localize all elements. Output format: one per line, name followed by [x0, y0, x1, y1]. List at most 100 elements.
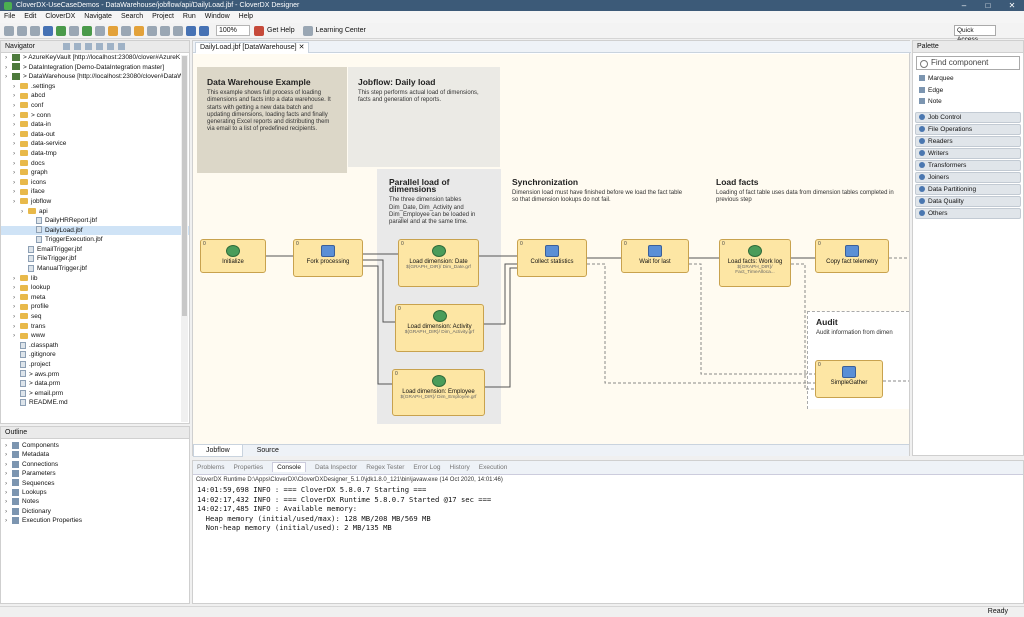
palette-category[interactable]: Writers [915, 147, 1021, 159]
expand-icon[interactable]: › [13, 159, 16, 167]
debug-icon[interactable] [95, 25, 105, 36]
maximize-button[interactable]: □ [985, 1, 991, 10]
help-icon[interactable] [254, 25, 264, 36]
tab-regex-tester[interactable]: Regex Tester [366, 464, 405, 471]
menu-run[interactable]: Run [182, 13, 196, 20]
edge-dashed[interactable] [791, 263, 815, 390]
tree-item[interactable]: ManualTrigger.jbf [1, 264, 189, 274]
expand-icon[interactable]: › [13, 111, 16, 119]
tree-item[interactable]: DailyHRReport.jbf [1, 216, 189, 226]
tree-item[interactable]: DailyLoad.jbf [1, 225, 189, 236]
search-icon[interactable] [43, 25, 53, 36]
tree-item[interactable]: ›> DataIntegration [Demo-DataIntegration… [1, 63, 189, 73]
expand-icon[interactable]: › [13, 332, 16, 340]
back-icon[interactable] [63, 43, 70, 50]
learning-center-icon[interactable] [302, 25, 313, 36]
outline-item[interactable]: ›Parameters [1, 469, 189, 478]
forward-icon[interactable] [74, 43, 81, 50]
clover-icon[interactable] [56, 25, 66, 36]
zoom-select[interactable]: 100% [216, 25, 250, 36]
tab-jobflow[interactable]: Jobflow [193, 445, 243, 457]
palette-category[interactable]: Readers [915, 135, 1021, 147]
save-all-icon[interactable] [30, 25, 40, 36]
tree-item[interactable]: ›data-in [1, 120, 189, 130]
zoom-in-icon[interactable] [186, 25, 196, 36]
expand-icon[interactable]: › [5, 489, 8, 497]
tree-item[interactable]: ›> conn [1, 111, 189, 121]
expand-icon[interactable]: › [13, 197, 16, 205]
tree-item[interactable]: TriggerExecution.jbf [1, 235, 189, 245]
outline-item[interactable]: ›Metadata [1, 450, 189, 459]
outline-tab[interactable]: Outline [1, 427, 189, 439]
tree-item[interactable]: FileTrigger.jbf [1, 254, 189, 264]
palette-tab[interactable]: Palette [913, 41, 1023, 53]
navigator-tab[interactable]: Navigator [1, 41, 189, 53]
learning-center-button[interactable]: Learning Center [315, 27, 366, 34]
tree-item[interactable]: > data.prm [1, 379, 189, 389]
zoom-out-icon[interactable] [199, 25, 209, 36]
tab-console[interactable]: Console [272, 462, 306, 472]
expand-icon[interactable]: › [13, 303, 16, 311]
palette-category[interactable]: Others [915, 207, 1021, 219]
tab-problems[interactable]: Problems [197, 464, 225, 471]
tree-item[interactable]: ›www [1, 331, 189, 341]
palette-category[interactable]: Transformers [915, 159, 1021, 171]
minimize-button[interactable]: – [961, 1, 967, 10]
palette-category[interactable]: Job Control [915, 111, 1021, 123]
tree-item[interactable]: README.md [1, 398, 189, 408]
tree-item[interactable]: ›data-service [1, 139, 189, 149]
expand-icon[interactable]: › [13, 188, 16, 196]
expand-icon[interactable]: › [21, 207, 24, 215]
tree-item[interactable]: ›graph [1, 168, 189, 178]
refresh-icon[interactable] [121, 25, 131, 36]
tree-item[interactable]: > aws.prm [1, 370, 189, 380]
expand-icon[interactable]: › [13, 92, 16, 100]
expand-icon[interactable]: › [5, 498, 8, 506]
edge[interactable] [363, 259, 395, 323]
menu-cloverdx[interactable]: CloverDX [45, 13, 76, 20]
navigator-scrollbar[interactable] [181, 55, 188, 422]
tab-execution[interactable]: Execution [478, 464, 508, 471]
outline-item[interactable]: ›Components [1, 441, 189, 450]
menu-help[interactable]: Help [238, 13, 254, 20]
outline-item[interactable]: ›Connections [1, 460, 189, 469]
tree-item[interactable]: ›meta [1, 293, 189, 303]
get-help-button[interactable]: Get Help [267, 27, 295, 34]
tree-item[interactable]: ›data-tmp [1, 149, 189, 159]
expand-icon[interactable]: › [13, 101, 16, 109]
outline-item[interactable]: ›Dictionary [1, 507, 189, 516]
expand-icon[interactable]: › [5, 479, 8, 487]
link-icon[interactable] [107, 43, 114, 50]
graph-icon[interactable] [69, 25, 79, 36]
tab-source[interactable]: Source [245, 445, 291, 456]
expand-icon[interactable]: › [5, 470, 8, 478]
menu-search[interactable]: Search [120, 13, 144, 20]
outline-item[interactable]: ›Lookups [1, 488, 189, 497]
close-button[interactable]: ✕ [1008, 1, 1016, 10]
palette-category[interactable]: Data Quality [915, 195, 1021, 207]
new-icon[interactable] [4, 25, 14, 36]
palette-category[interactable]: Joiners [915, 171, 1021, 183]
tree-item[interactable]: ›icons [1, 178, 189, 188]
tree-item[interactable]: > email.prm [1, 389, 189, 399]
expand-icon[interactable]: › [5, 73, 8, 81]
expand-icon[interactable]: › [13, 178, 16, 186]
expand-icon[interactable]: › [13, 121, 16, 129]
palette-tool-edge[interactable]: Edge [913, 85, 1023, 97]
back-icon[interactable] [160, 25, 170, 36]
menu-file[interactable]: File [4, 13, 16, 20]
expand-icon[interactable]: › [13, 274, 16, 282]
expand-icon[interactable]: › [13, 82, 16, 90]
expand-icon[interactable]: › [5, 442, 8, 449]
